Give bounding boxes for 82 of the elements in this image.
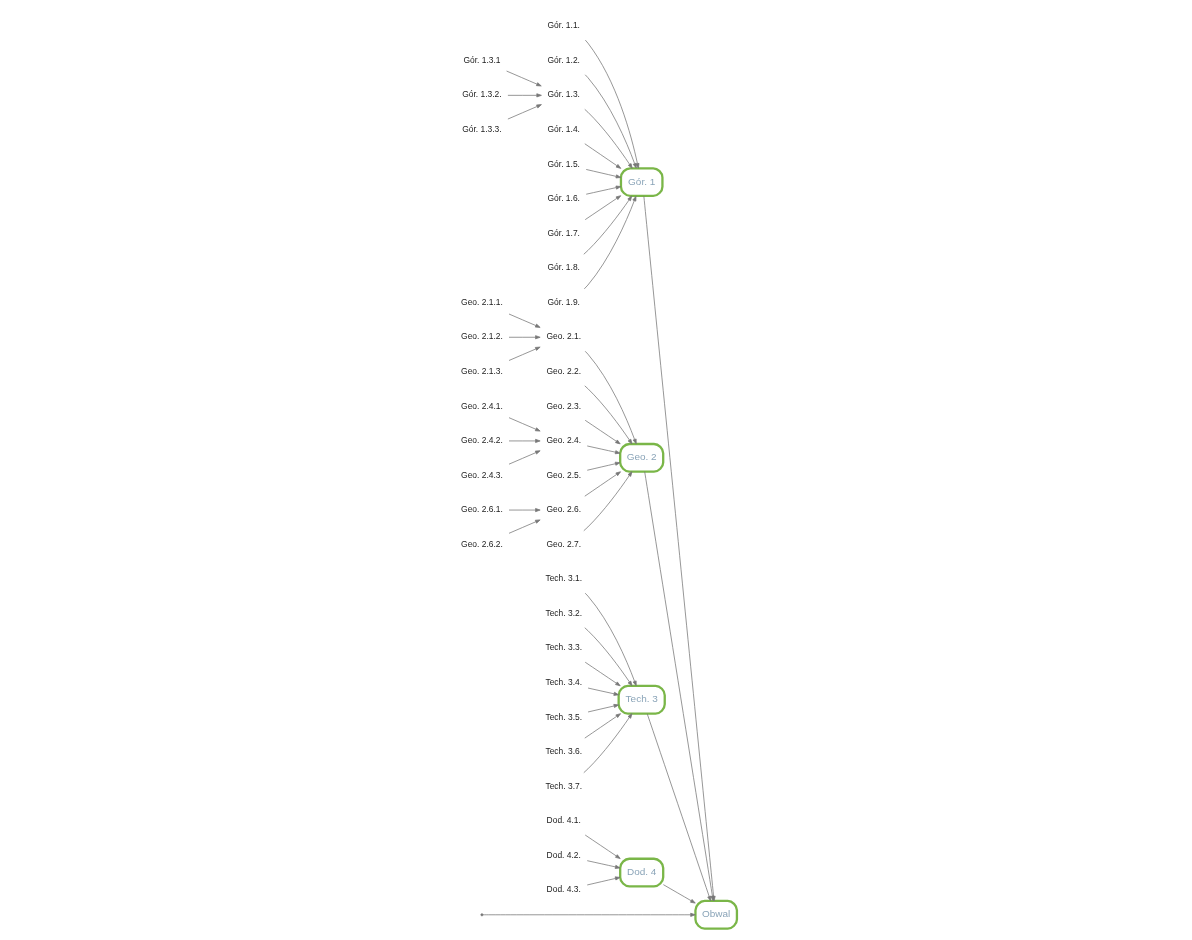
arrow xyxy=(583,470,633,531)
arrow xyxy=(508,416,541,431)
node-box: Tech. 3 xyxy=(617,684,666,715)
node-text: Tech. 3.1. xyxy=(545,572,583,583)
node-text: Tech. 3.5. xyxy=(545,711,583,722)
arrow xyxy=(508,438,541,443)
arrow xyxy=(584,419,621,444)
arrow xyxy=(584,73,637,168)
node-text: Gór. 1.7. xyxy=(547,227,580,238)
node-text: Geo. 2.6. xyxy=(546,503,582,514)
arrow xyxy=(583,195,637,289)
node-text: Gór. 1.3.1 xyxy=(463,54,501,65)
arrow xyxy=(585,168,622,178)
node-text: Geo. 2.4.3. xyxy=(461,469,503,480)
node-text: Gór. 1.3. xyxy=(547,88,580,99)
node-text: Geo. 2.1.2. xyxy=(461,330,503,341)
arrow xyxy=(508,507,541,512)
arrow xyxy=(584,470,621,497)
node-text: Geo. 2.7. xyxy=(546,538,582,549)
node-text: Geo. 2.5. xyxy=(546,469,582,480)
node-text: Geo. 2.6.2. xyxy=(461,538,503,549)
node-text: Geo. 2.6.1. xyxy=(461,503,503,514)
arrow xyxy=(646,712,712,901)
arrow xyxy=(508,449,541,465)
node-box: Gór. 1 xyxy=(619,166,664,197)
arrow xyxy=(584,350,637,444)
node-text: Geo. 2.4. xyxy=(546,434,582,445)
arrow xyxy=(586,859,621,869)
arrow xyxy=(506,70,542,86)
node-text: Geo. 2.1.1. xyxy=(461,296,503,307)
node-text: Gór. 1.8. xyxy=(547,261,580,272)
arrow xyxy=(586,445,621,454)
arrow xyxy=(663,883,696,903)
node-box: Dod. 4 xyxy=(619,857,665,887)
arrow xyxy=(584,626,633,686)
node-text: Geo. 2.4.1. xyxy=(461,400,503,411)
arrow xyxy=(507,92,542,97)
arrow xyxy=(584,384,633,444)
arrow xyxy=(583,712,633,773)
node-text: Gór. 1.6. xyxy=(547,192,580,203)
arrow xyxy=(482,912,696,917)
arrow xyxy=(584,142,622,169)
node-box: Obwal xyxy=(694,899,739,930)
node-text: Gór. 1.2. xyxy=(547,54,580,65)
node-text: Gór. 1.3.2. xyxy=(462,88,502,99)
node-text: Tech. 3.6. xyxy=(545,745,583,756)
node-text: Geo. 2.2. xyxy=(546,365,582,376)
node-text: Tech. 3.4. xyxy=(545,676,583,687)
arrow xyxy=(508,313,541,328)
node-text: Tech. 3.3. xyxy=(545,641,583,652)
node-text: Gór. 1.5. xyxy=(547,158,580,169)
node-text: Gór. 1.4. xyxy=(547,123,580,134)
node-text: Dod. 4.2. xyxy=(546,849,581,860)
arrow xyxy=(586,875,621,885)
node-text: Gór. 1.1. xyxy=(547,19,580,30)
arrow xyxy=(584,712,621,738)
node-text: Gór. 1.9. xyxy=(547,296,580,307)
node-text: Geo. 2.4.2. xyxy=(461,434,503,445)
node-box: Geo. 2 xyxy=(619,442,665,473)
arrow xyxy=(508,346,541,361)
arrow xyxy=(508,334,541,339)
node-text: Dod. 4.1. xyxy=(546,814,581,825)
arrow xyxy=(584,592,637,686)
arrow xyxy=(584,834,621,859)
node-text: Geo. 2.1. xyxy=(546,330,582,341)
arrow xyxy=(587,687,619,696)
arrow xyxy=(585,185,622,195)
arrow xyxy=(507,103,542,119)
arrow xyxy=(586,461,621,471)
node-text: Dod. 4.3. xyxy=(546,883,581,894)
node-text: Tech. 3.7. xyxy=(545,780,583,791)
node-text: Tech. 3.2. xyxy=(545,607,583,618)
node-text: Geo. 2.3. xyxy=(546,400,582,411)
arrow xyxy=(587,703,619,712)
arrow xyxy=(584,39,640,169)
arrow xyxy=(583,195,633,255)
arrow xyxy=(584,108,633,169)
arrow xyxy=(584,661,621,686)
arrow xyxy=(508,519,541,534)
node-text: Gór. 1.3.3. xyxy=(462,123,502,134)
arrow xyxy=(584,194,622,220)
node-text: Geo. 2.1.3. xyxy=(461,365,503,376)
